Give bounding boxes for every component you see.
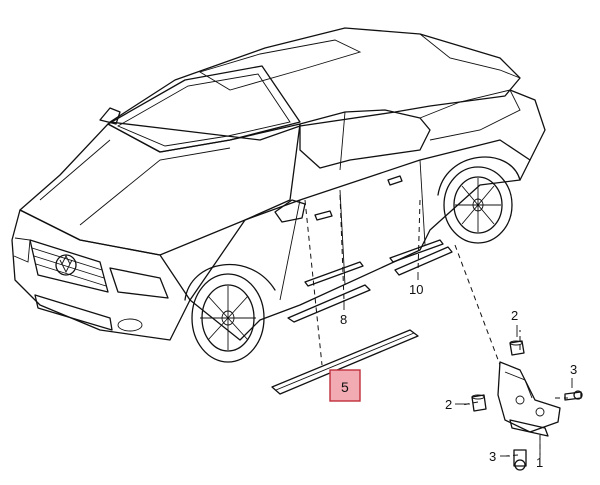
callout-1: 1 — [536, 455, 543, 470]
callout-10: 10 — [409, 282, 423, 297]
callout-3-right: 3 — [570, 362, 577, 377]
callout-2-upper: 2 — [511, 308, 518, 323]
sill-trim-strip-5 — [271, 329, 419, 395]
callout-8: 8 — [340, 312, 347, 327]
callout-labels: 2 2 3 3 1 8 10 5 — [329, 272, 577, 470]
callout-5: 5 — [341, 379, 349, 395]
trim-strips — [271, 239, 453, 395]
callout-3-bottom: 3 — [489, 449, 496, 464]
door-trim-strip-8 — [287, 284, 371, 323]
door-trim-strip-10 — [394, 246, 453, 276]
callout-5-highlight-box — [329, 369, 361, 402]
bracket-assembly — [471, 340, 583, 471]
callout-2-lower: 2 — [445, 397, 452, 412]
car-illustration — [11, 27, 546, 363]
